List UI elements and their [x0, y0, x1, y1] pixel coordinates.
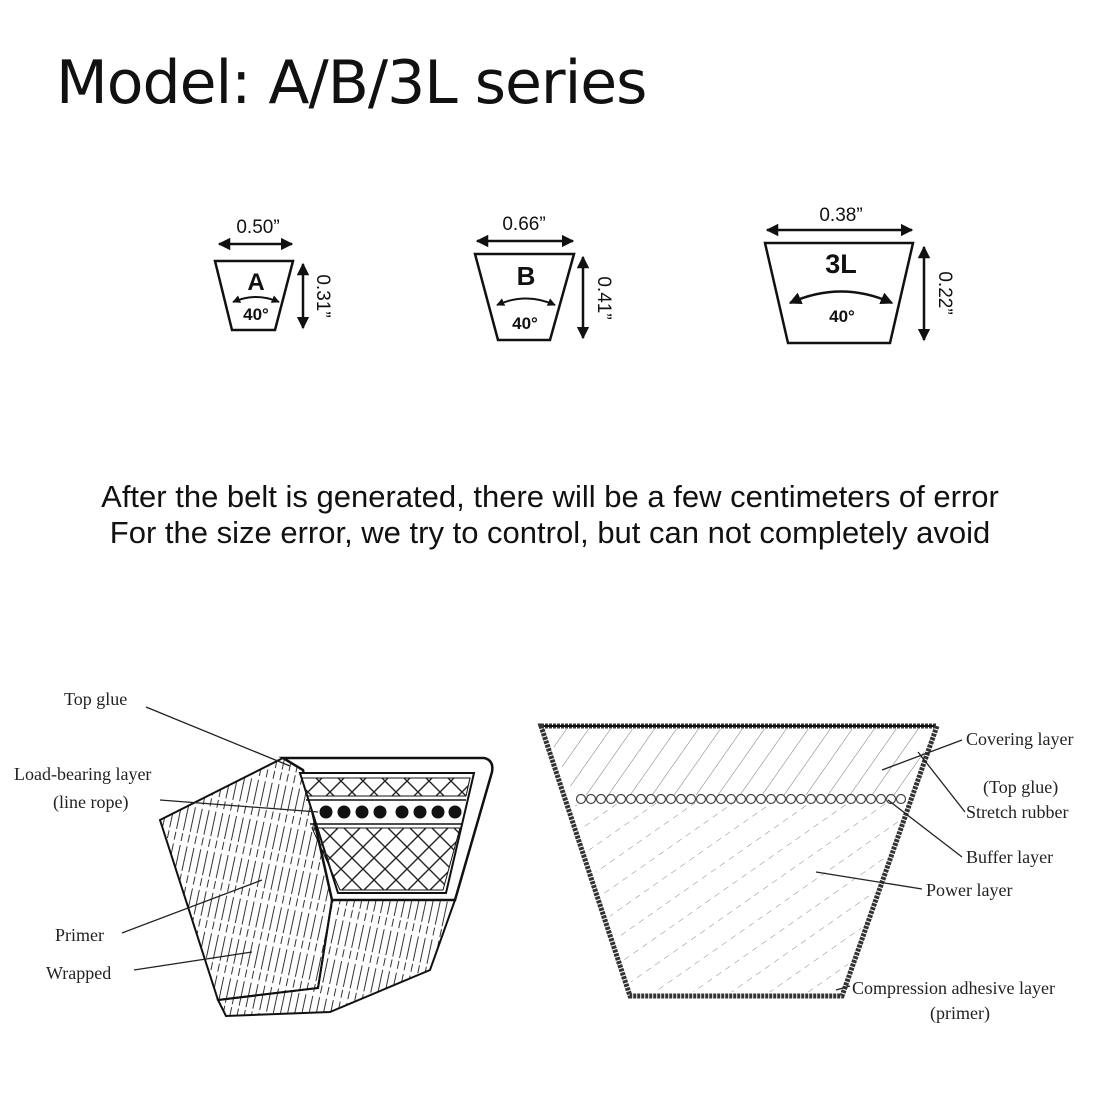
error-note-line-1: After the belt is generated, there will … [101, 479, 999, 514]
label-primer: Primer [55, 925, 104, 945]
belt-b-profile: 0.66” 0.41” B 40° [473, 214, 614, 342]
belt-b-height-label: 0.41” [593, 276, 614, 319]
belt-a-height-label: 0.31” [312, 274, 333, 317]
belt-a-profile: 0.50” 0.31” A 40° [213, 217, 333, 332]
belt-3l-angle-arc [788, 290, 894, 305]
belt-a-width-label: 0.50” [236, 217, 279, 238]
page-title: Model: A/B/3L series [56, 48, 647, 118]
belt-3l-profile: 0.38” 0.22” 3L 40° [763, 205, 955, 345]
belt-b-trapezoid [473, 252, 576, 342]
belt-3d-diagram [158, 756, 494, 1018]
belt-b-angle-arc [496, 297, 556, 306]
label-power-layer: Power layer [926, 880, 1012, 900]
covering-layer [546, 729, 932, 795]
belt-3l-width-label: 0.38” [819, 205, 862, 226]
power-layer [574, 803, 906, 992]
label-top-glue-right: (Top glue) [983, 777, 1058, 798]
belt-b-angle: 40° [512, 314, 538, 333]
right-leader-lines [815, 739, 966, 991]
belt-a-label: A [247, 269, 264, 296]
label-load-bearing-layer: Load-bearing layer [14, 764, 151, 784]
label-primer-right: (primer) [930, 1003, 990, 1024]
belt-a-angle-arc [232, 295, 280, 303]
label-buffer-layer: Buffer layer [966, 847, 1053, 867]
belt-a-trapezoid [213, 259, 295, 332]
belt-a-angle: 40° [243, 305, 269, 324]
belt-cross-section [537, 723, 941, 999]
belt-front-inner [298, 772, 476, 894]
label-wrapped: Wrapped [46, 963, 111, 983]
belt-b-label: B [517, 261, 536, 291]
belt-3l-label: 3L [825, 249, 857, 279]
error-note-line-2: For the size error, we try to control, b… [109, 515, 991, 550]
label-line-rope: (line rope) [53, 792, 128, 813]
primer-body [311, 827, 461, 891]
belt-side-wall [158, 756, 334, 1002]
belt-bottom-wrap [216, 899, 457, 1018]
label-top-glue: Top glue [64, 689, 127, 709]
belt-b-width-label: 0.66” [502, 214, 545, 235]
left-leader-lines [121, 706, 319, 971]
line-rope-cords [319, 805, 462, 819]
label-stretch-rubber: Stretch rubber [966, 802, 1068, 822]
belt-3l-angle: 40° [829, 307, 855, 326]
top-glue-band [301, 777, 471, 797]
belt-3l-trapezoid [763, 241, 915, 345]
belt-3l-height-label: 0.22” [934, 271, 955, 314]
label-compression-adhesive-layer: Compression adhesive layer [852, 978, 1055, 998]
belt-front-outer [278, 756, 494, 902]
stretch-rubber-cords [575, 793, 907, 805]
label-covering-layer: Covering layer [966, 729, 1073, 749]
cross-section-outline [537, 723, 941, 999]
